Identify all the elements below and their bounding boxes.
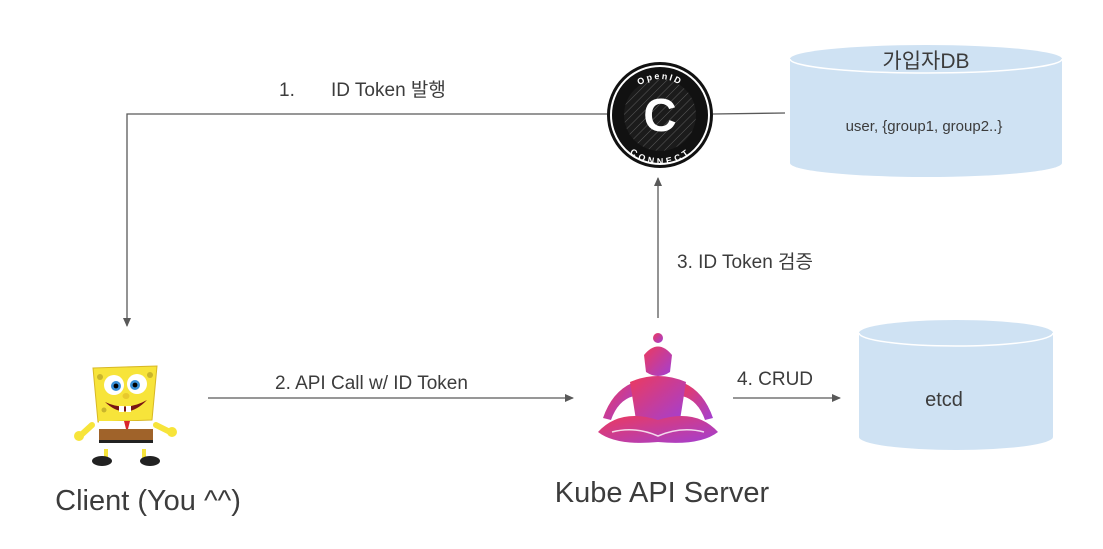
spongebob-icon — [74, 365, 177, 466]
client-label: Client (You ^^) — [55, 485, 241, 517]
openid-connect-logo: OpenID CONNECT C — [607, 62, 713, 168]
user-db-label: 가입자DB — [882, 50, 969, 73]
etcd-label: etcd — [925, 389, 963, 411]
edge-issue-token-label: ID Token 발행 — [331, 79, 446, 101]
oidc-logo-letter: C — [643, 89, 676, 141]
etcd-cylinder — [858, 320, 1054, 450]
api-server-guru-icon — [598, 333, 718, 443]
edge-crud-label: 4. CRUD — [737, 369, 813, 390]
edge-verify-token-label: 3. ID Token 검증 — [677, 251, 813, 273]
user-db-content: user, {group1, group2..} — [846, 118, 1003, 135]
api-server-label: Kube API Server — [555, 477, 770, 509]
edge-api-call-label: 2. API Call w/ ID Token — [275, 373, 468, 394]
edge-issue-token-number: 1. — [279, 80, 295, 101]
user-db-cylinder — [789, 45, 1063, 177]
edge-issue-token — [123, 112, 786, 327]
